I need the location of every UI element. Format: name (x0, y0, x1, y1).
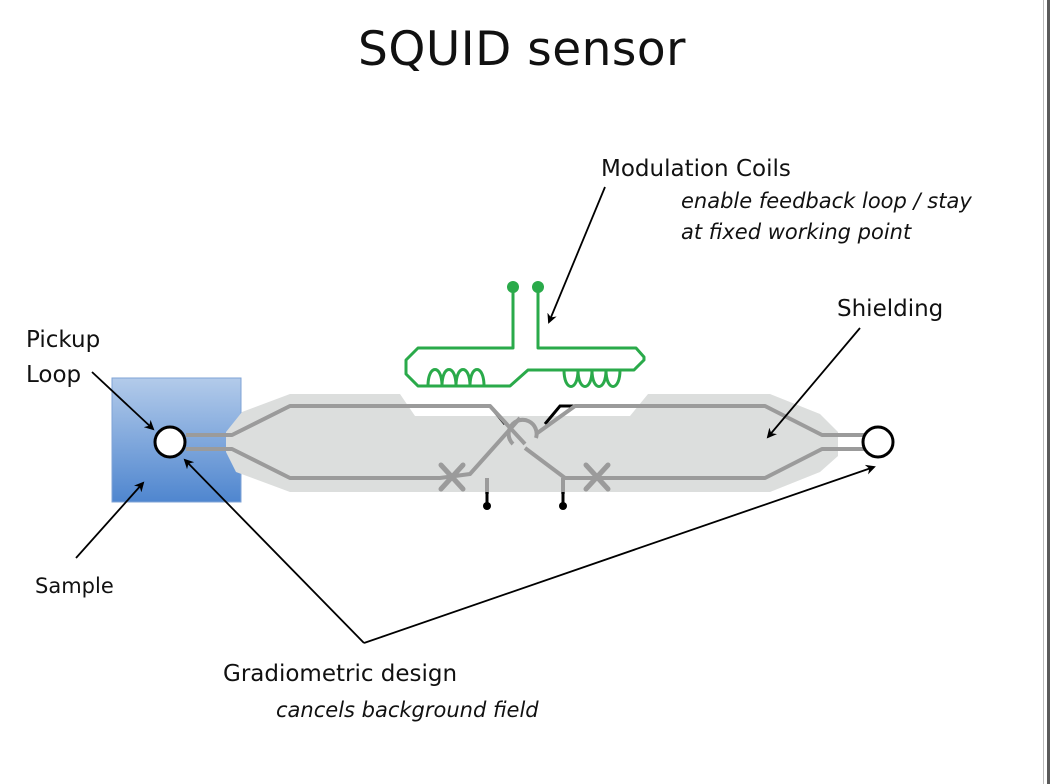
pickup-loop-left (153, 425, 187, 459)
shielding-label: Shielding (837, 296, 944, 322)
arrow-modulation (547, 186, 606, 324)
readout-terminal-left (483, 502, 491, 510)
modulation-note-line1: enable feedback loop / stay (681, 189, 972, 213)
josephson-junction-left-icon (438, 462, 466, 492)
slide-edge-bar (1047, 0, 1050, 784)
gradiometric-note: cancels background field (276, 698, 539, 722)
josephson-junction-right-icon (583, 462, 611, 492)
gradiometric-label: Gradiometric design (223, 661, 458, 687)
arrow-gradiometric-left (183, 458, 365, 644)
coil-terminal-left (507, 281, 519, 293)
arrow-gradiometric-right (363, 464, 876, 644)
pickup-label-line1: Pickup (26, 327, 101, 353)
pickup-label-line2: Loop (26, 362, 82, 388)
arrow-pickup (91, 371, 155, 431)
shielding-region (226, 394, 838, 492)
slide-title: SQUID sensor (358, 22, 686, 77)
arrow-shielding (766, 327, 861, 439)
readout-terminal-right (559, 502, 567, 510)
modulation-note-line2: at fixed working point (681, 220, 912, 244)
modulation-coils (404, 287, 646, 388)
pickup-loop-right (861, 425, 895, 459)
modulation-coils-label: Modulation Coils (601, 156, 791, 182)
arrow-sample (75, 481, 145, 559)
coil-terminal-right (532, 281, 544, 293)
squid-loop-wires (186, 404, 868, 494)
annotation-arrows (75, 186, 876, 644)
sample-label: Sample (35, 574, 114, 598)
slide-edge-line (1043, 0, 1044, 784)
